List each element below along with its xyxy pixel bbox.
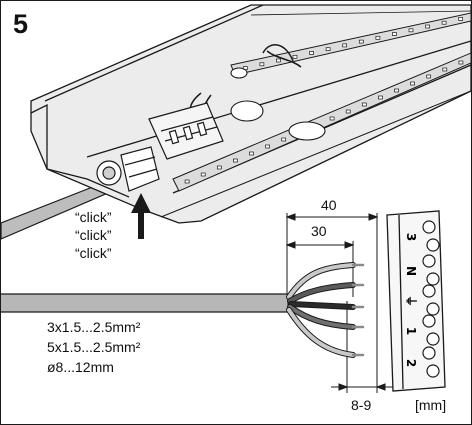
- terminal-label: ⏚: [404, 295, 418, 307]
- click-label-2: “click”: [75, 227, 112, 243]
- terminal-screw: [422, 254, 436, 268]
- terminal-screw: [426, 272, 440, 286]
- plug-connector: [96, 146, 160, 192]
- led-dot: [259, 62, 265, 67]
- terminal-screw: [426, 302, 440, 316]
- led-dot: [292, 54, 298, 59]
- click-label-1: “click”: [75, 209, 112, 225]
- led-dot: [329, 116, 335, 121]
- wire-cores: [286, 262, 356, 358]
- led-dot: [276, 58, 281, 63]
- led-dot: [426, 74, 432, 79]
- led-dot: [233, 158, 238, 163]
- led-dot: [410, 81, 415, 86]
- push-arrow: [131, 193, 151, 239]
- terminal-screw: [426, 332, 440, 346]
- led-dot: [281, 137, 287, 142]
- cable-diameter: ø8...12mm: [47, 359, 114, 375]
- terminal-screw: [426, 238, 440, 252]
- led-dot: [216, 165, 222, 170]
- led-dot: [442, 67, 448, 72]
- led-dot: [392, 32, 397, 36]
- terminal-screw: [422, 284, 436, 298]
- led-dot: [458, 17, 464, 21]
- terminal-labels: 3N ⏚ 1 2: [404, 233, 418, 367]
- cable-spec-5-core: 5x1.5...2.5mm²: [47, 339, 141, 355]
- terminal-label: 1: [404, 327, 418, 335]
- terminal-screw: [426, 364, 440, 378]
- mounting-openings: [230, 67, 326, 141]
- terminal-screw: [422, 346, 436, 360]
- luminaire-terminal-block: [148, 102, 224, 160]
- terminal-screw: [422, 220, 436, 234]
- led-dot: [408, 28, 414, 33]
- led-dot: [342, 43, 348, 48]
- terminal-screws: [422, 220, 440, 378]
- dimension-lines: [285, 213, 393, 393]
- terminal-screw: [422, 314, 436, 328]
- step-number: 5: [13, 9, 29, 39]
- led-dot: [184, 179, 190, 184]
- click-label-3: “click”: [75, 245, 112, 261]
- led-dot: [325, 47, 331, 52]
- led-dot: [378, 95, 383, 100]
- dimension-strip-length: 8-9: [351, 397, 372, 413]
- led-dot: [249, 151, 254, 156]
- cable-spec-3-core: 3x1.5...2.5mm²: [47, 319, 141, 335]
- dimension-40: 40: [321, 197, 337, 213]
- terminal-label: N: [404, 266, 418, 276]
- cable-sheath: [1, 293, 292, 313]
- led-dot: [200, 172, 206, 177]
- led-dot: [394, 88, 399, 93]
- unit-label: [mm]: [415, 397, 447, 413]
- led-dot: [358, 39, 364, 44]
- stripped-wire-ends: [351, 263, 365, 357]
- terminal-label: 2: [404, 359, 418, 367]
- led-dot: [265, 144, 270, 149]
- terminal-label: 3: [404, 233, 418, 241]
- dimension-30: 30: [311, 223, 327, 239]
- led-dot: [375, 35, 381, 40]
- led-dot: [441, 20, 447, 25]
- led-dot: [425, 24, 430, 29]
- led-strip-front: [172, 52, 471, 192]
- led-dot: [309, 51, 314, 55]
- led-dot: [458, 60, 464, 65]
- led-dot: [345, 109, 351, 114]
- led-dot: [361, 102, 367, 107]
